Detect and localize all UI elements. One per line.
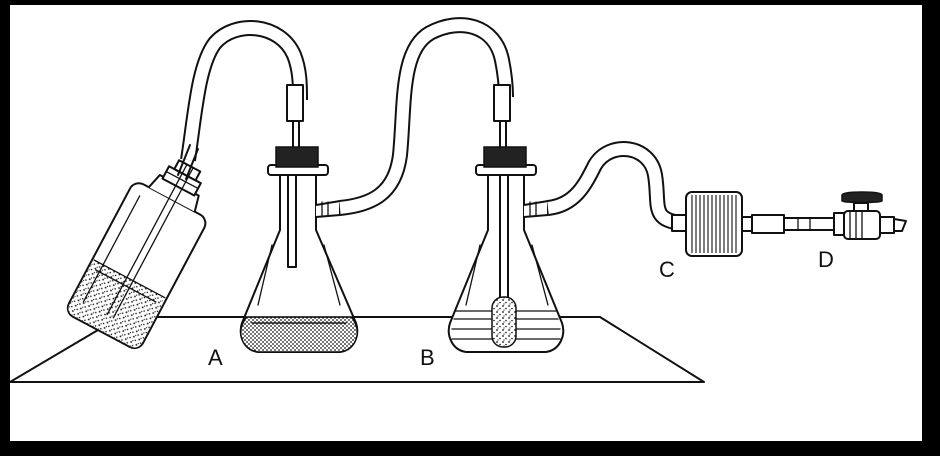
hose-a-to-b [339, 17, 514, 216]
filter-c [671, 191, 753, 257]
reservoir-bottle [66, 159, 207, 350]
diagram-panel: A B C D [10, 5, 922, 441]
label-b: B [420, 345, 435, 370]
flask-a [239, 84, 359, 353]
apparatus-diagram: A B C D [10, 17, 907, 383]
flask-b [447, 84, 565, 353]
valve-d [751, 191, 907, 240]
label-a: A [208, 345, 223, 370]
label-d: D [818, 247, 834, 272]
label-c: C [659, 257, 675, 282]
table-surface [10, 316, 705, 383]
